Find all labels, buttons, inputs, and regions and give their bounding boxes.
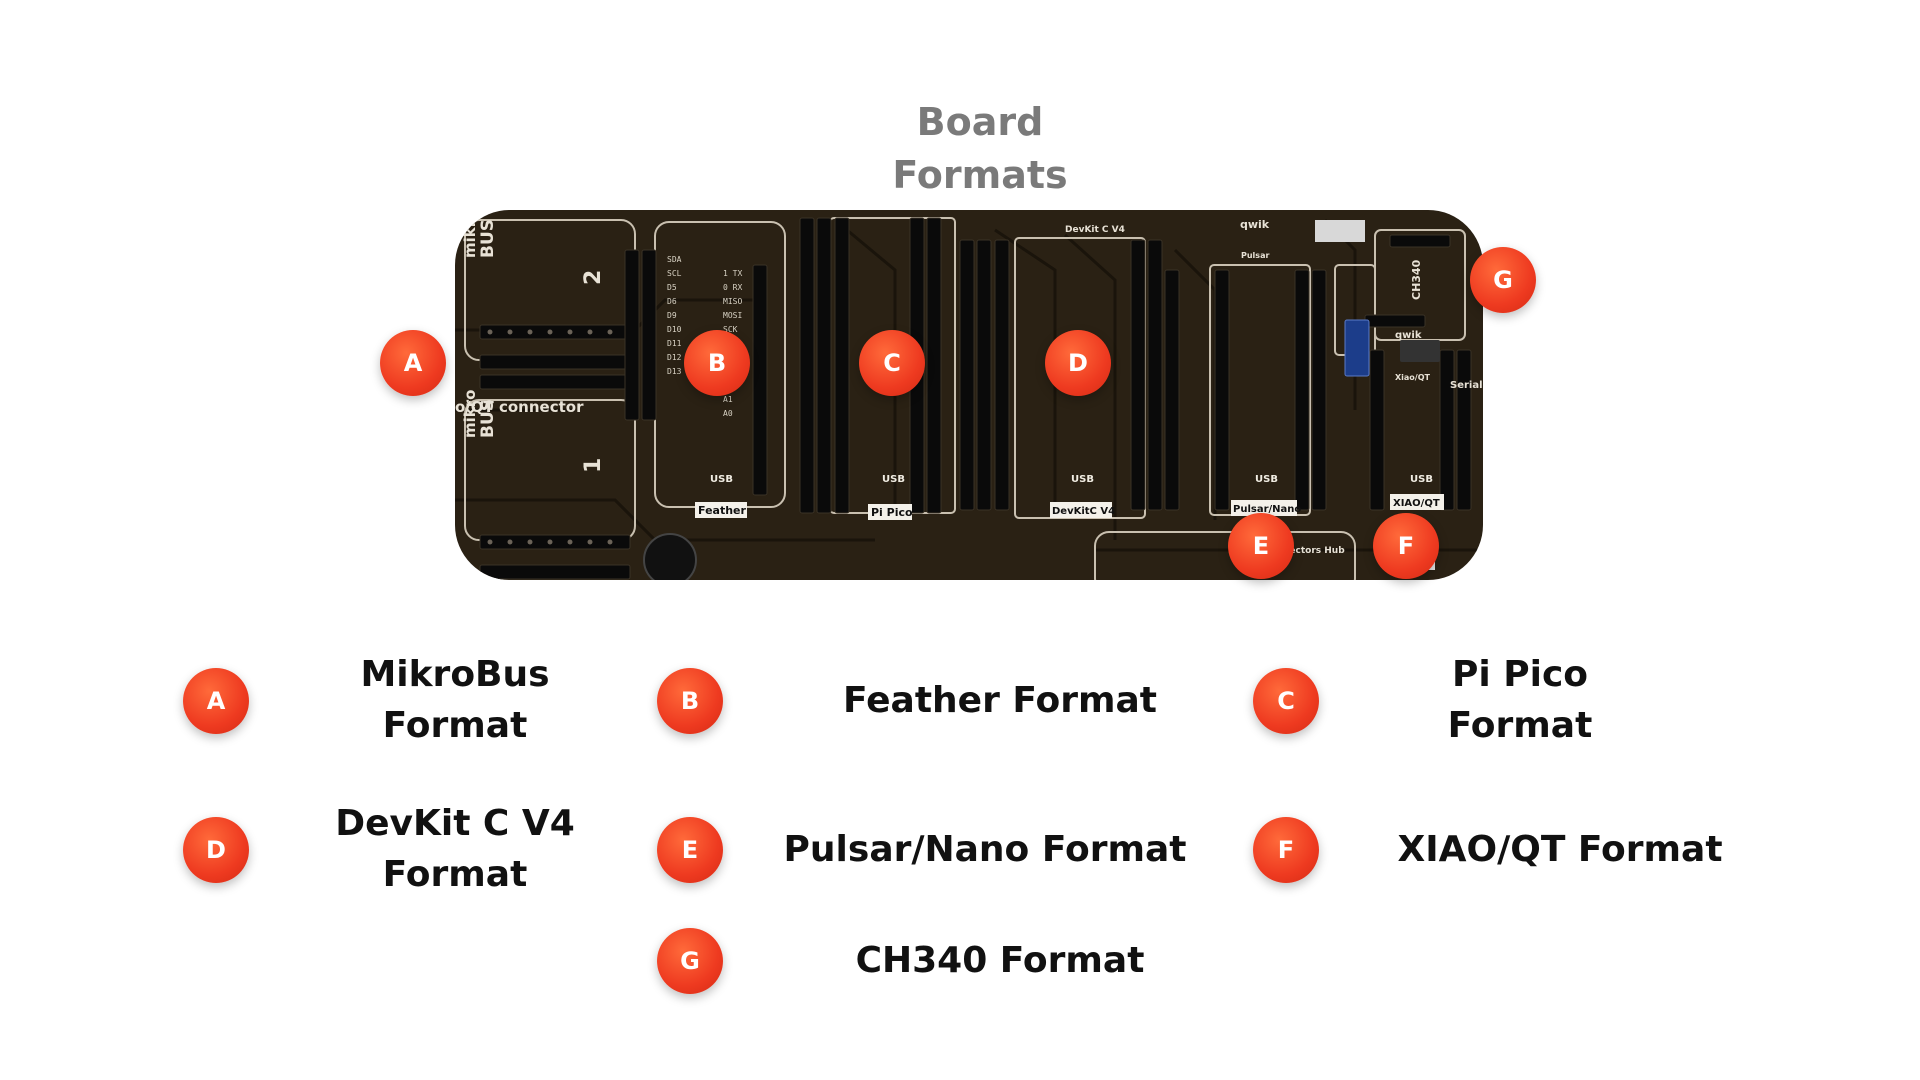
legend-label-g: CH340 Format — [855, 940, 1145, 981]
feather-pin-label-right: A1 — [723, 395, 733, 404]
page-title: Board Formats — [810, 96, 1150, 202]
pin-dots — [487, 329, 613, 545]
legend-badge-c: C — [1253, 668, 1319, 734]
xiao-qt-tag: XIAO/QT — [1393, 498, 1440, 509]
feather-pin-label: D13 — [667, 367, 682, 376]
pulsar-nano-tag: Pulsar/Nano — [1233, 504, 1301, 515]
legend-badge-a: A — [183, 668, 249, 734]
mikrobus-brand-top: mikro — [461, 210, 479, 258]
feather-pin-label: D6 — [667, 297, 677, 306]
feather-pin-label: D10 — [667, 325, 682, 334]
mikrobus-brand-bottom: mikro — [461, 390, 479, 438]
mikrobus-word-bottom: BUS — [478, 399, 498, 438]
usb-label-xiao: USB — [1410, 474, 1433, 485]
feather-pin-label: SDA — [667, 255, 682, 264]
board-artwork: mikro BUS 2 mikro BUS 1 o/QT connector C… — [455, 210, 1483, 580]
marker-e: E — [1228, 513, 1294, 579]
legend-label-d-line2: Format — [382, 854, 528, 895]
legend-badge-f: F — [1253, 817, 1319, 883]
feather-pin-label-right: MISO — [723, 297, 742, 306]
marker-d: D — [1045, 330, 1111, 396]
marker-b: B — [684, 330, 750, 396]
marker-g: G — [1470, 247, 1536, 313]
marker-c: C — [859, 330, 925, 396]
slot-2-label: 2 — [581, 270, 606, 285]
legend-label-c-line2: Format — [1447, 705, 1593, 746]
feather-pin-label: SCL — [667, 269, 682, 278]
legend-label-f: XIAO/QT Format — [1397, 829, 1723, 870]
legend-badge-d: D — [183, 817, 249, 883]
silkscreen: mikro BUS 2 mikro BUS 1 o/QT connector C… — [455, 210, 1483, 556]
serial-label: Serial — [1450, 380, 1483, 391]
mikrobus-word-top: BUS — [478, 219, 498, 258]
legend-label-d: DevKit C V4 Format — [300, 798, 610, 900]
marker-a: A — [380, 330, 446, 396]
qwik-label-bottom: qwik — [1395, 330, 1422, 341]
slot-1-label: 1 — [581, 458, 606, 473]
feather-pin-label: D12 — [667, 353, 682, 362]
legend-badge-e: E — [657, 817, 723, 883]
feather-pin-label-right: A0 — [723, 409, 733, 418]
pi-pico-tag: Pi Pico — [871, 506, 913, 519]
title-line-2: Formats — [892, 153, 1068, 197]
feather-pin-label-right: 0 RX — [723, 283, 742, 292]
board-image: mikro BUS 2 mikro BUS 1 o/QT connector C… — [455, 210, 1483, 580]
legend-label-c-line1: Pi Pico — [1451, 654, 1589, 695]
ch340-label: CH340 — [1410, 259, 1423, 300]
legend-label-c: Pi Pico Format — [1370, 649, 1670, 751]
usb-label-devkit: USB — [1071, 474, 1094, 485]
usb-label-pico: USB — [882, 474, 905, 485]
qwik-label-top: qwik — [1240, 218, 1270, 231]
title-line-1: Board — [916, 100, 1044, 144]
legend-label-b: Feather Format — [842, 680, 1157, 721]
devkitc-tag: DevKitC V4 — [1052, 506, 1115, 517]
feather-tag: Feather — [698, 504, 747, 517]
legend-label-e: Pulsar/Nano Format — [783, 829, 1187, 870]
legend-label-a-line1: MikroBus — [360, 654, 550, 695]
usb-tags: USB Feather USB Pi Pico USB DevKitC V4 U… — [695, 474, 1444, 520]
feather-pin-label: D11 — [667, 339, 682, 348]
feather-pin-label-right: MOSI — [723, 311, 742, 320]
components — [643, 220, 1440, 580]
qt-connector-label: o/QT connector — [455, 398, 584, 416]
legend-badge-b: B — [657, 668, 723, 734]
feather-pin-label-right: SCK — [723, 325, 738, 334]
feather-pin-label: D9 — [667, 311, 677, 320]
devkitc-top-label: DevKit C V4 — [1065, 225, 1125, 235]
usb-label-feather: USB — [710, 474, 733, 485]
usb-label-pulsar: USB — [1255, 474, 1278, 485]
feather-pin-label-right: 1 TX — [723, 269, 742, 278]
header-pins — [479, 217, 1472, 580]
legend-label-d-line1: DevKit C V4 — [335, 803, 575, 844]
marker-f: F — [1373, 513, 1439, 579]
connectors-hub-label: nectors Hub — [1283, 546, 1345, 556]
legend-label-a: MikroBus Format — [300, 649, 610, 751]
pulsar-label: Pulsar — [1241, 251, 1269, 260]
feather-pin-label: D5 — [667, 283, 677, 292]
xiao-label: Xiao/QT — [1395, 373, 1431, 382]
legend-badge-g: G — [657, 928, 723, 994]
legend-label-a-line2: Format — [382, 705, 528, 746]
